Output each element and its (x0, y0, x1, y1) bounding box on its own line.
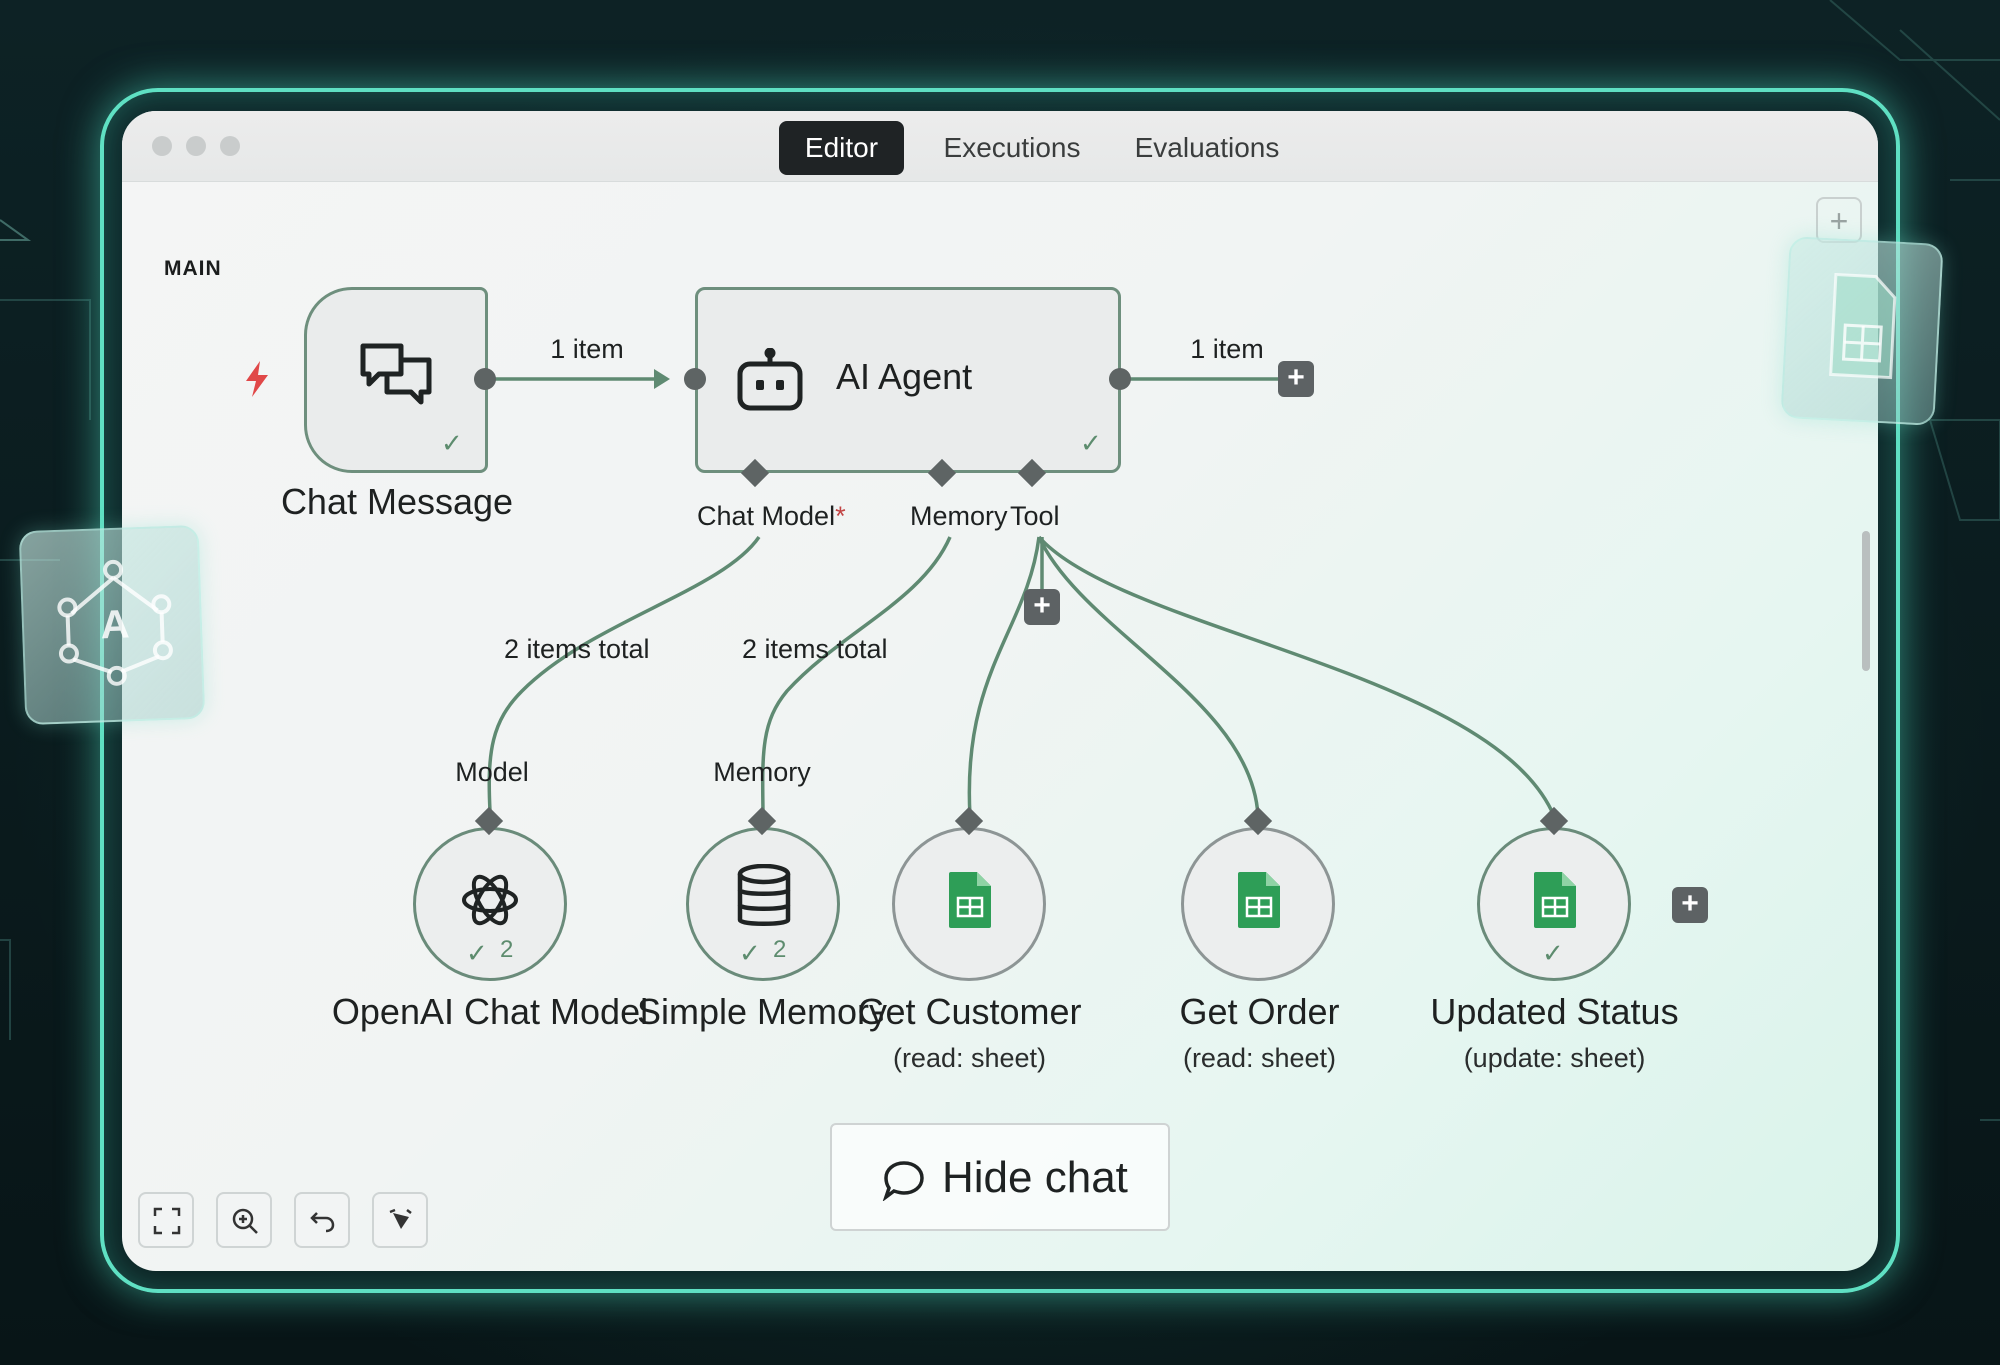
speech-bubble-icon (882, 1161, 924, 1201)
openai-icon (462, 874, 518, 926)
editor-window: Editor Executions Evaluations MAIN (122, 111, 1878, 1271)
network-a-icon: A (57, 559, 173, 686)
floating-card-left: A (18, 524, 206, 726)
port-label-memory: Memory (910, 501, 1008, 531)
node-updated-status[interactable]: ✓ (1477, 827, 1631, 981)
chat-bubbles-icon (360, 343, 432, 405)
undo-icon (310, 1212, 335, 1233)
trigger-bolt-icon (246, 361, 268, 397)
hide-chat-button[interactable]: Hide chat (830, 1123, 1170, 1231)
connection-label-model-total: 2 items total (504, 634, 650, 664)
fit-view-icon (153, 1207, 181, 1235)
arrowhead (654, 369, 670, 389)
node-sublabel-get-customer: (read: sheet) (892, 1043, 1047, 1073)
hide-chat-label: Hide chat (942, 1153, 1128, 1202)
port-label-model: Model (455, 757, 529, 787)
node-get-customer[interactable] (892, 827, 1046, 981)
node-label-openai: OpenAI Chat Model (331, 991, 649, 1032)
google-sheets-icon (949, 872, 991, 928)
run-count: 2 (500, 936, 514, 963)
svg-text:A: A (100, 602, 130, 647)
vertical-scrollbar[interactable] (1862, 531, 1870, 671)
success-check-icon: ✓ (1542, 938, 1564, 968)
connection-memory (760, 536, 952, 812)
node-label-simple-memory: Simple Memory (636, 991, 888, 1032)
success-check-icon: ✓ (441, 428, 463, 458)
workflow-canvas[interactable]: MAIN ✓ Chat Message 1 item (122, 111, 1878, 1271)
connection-label-agent-output: 1 item (1190, 334, 1264, 364)
node-openai-chat-model[interactable]: ✓ 2 (413, 827, 567, 981)
connection-lines (485, 369, 1556, 817)
zoom-in-icon (232, 1208, 258, 1234)
tab-editor[interactable]: Editor (779, 121, 904, 175)
undo-button[interactable] (294, 1192, 350, 1248)
connection-tool-customer (967, 536, 1041, 817)
title-bar: Editor Executions Evaluations (122, 111, 1878, 182)
add-tool-button[interactable]: + (1024, 589, 1060, 625)
node-sublabel-get-order: (read: sheet) (1182, 1043, 1337, 1073)
fit-view-button[interactable] (138, 1192, 194, 1248)
tidy-up-icon (389, 1208, 412, 1229)
node-simple-memory[interactable]: ✓ 2 (686, 827, 840, 981)
tab-evaluations[interactable]: Evaluations (1134, 132, 1280, 163)
ai-agent-output-handle[interactable] (1109, 368, 1131, 390)
window-maximize-dot[interactable] (220, 136, 240, 156)
google-sheets-icon (1238, 872, 1280, 928)
connection-label-memory-total: 2 items total (742, 634, 888, 664)
sheet-document-icon (1829, 272, 1897, 380)
zoom-in-button[interactable] (216, 1192, 272, 1248)
node-label-get-customer: Get Customer (857, 991, 1082, 1032)
connection-label-chat-to-agent: 1 item (550, 334, 624, 364)
connection-model (487, 536, 761, 812)
node-chat-message[interactable]: ✓ (304, 287, 488, 473)
node-sublabel-updated-status: (update: sheet) (1463, 1043, 1646, 1073)
node-label-chat-message: Chat Message (280, 481, 514, 522)
port-label-memory-node: Memory (713, 757, 811, 787)
robot-icon (737, 348, 803, 411)
chat-message-output-handle[interactable] (474, 368, 496, 390)
database-icon (737, 864, 791, 926)
window-close-dot[interactable] (152, 136, 172, 156)
google-sheets-icon (1534, 872, 1576, 928)
add-node-after-status-button[interactable]: + (1672, 887, 1708, 923)
add-node-after-agent-button[interactable]: + (1278, 361, 1314, 397)
section-label-main: MAIN (164, 257, 222, 280)
node-label-get-order: Get Order (1179, 991, 1340, 1032)
success-check-icon: ✓ (739, 938, 761, 968)
port-label-tool: Tool (1010, 501, 1060, 531)
tab-executions[interactable]: Executions (943, 132, 1081, 163)
connection-tool-status (1037, 535, 1556, 817)
node-label-updated-status: Updated Status (1430, 991, 1679, 1032)
floating-card-right (1780, 236, 1944, 426)
node-ai-agent[interactable]: AI Agent ✓ (695, 287, 1121, 473)
node-get-order[interactable] (1181, 827, 1335, 981)
run-count: 2 (773, 936, 787, 963)
ai-agent-input-handle[interactable] (684, 368, 706, 390)
node-label-ai-agent: AI Agent (836, 356, 973, 397)
success-check-icon: ✓ (466, 938, 488, 968)
port-label-chat-model: Chat Model* (697, 501, 846, 531)
tidy-up-button[interactable] (372, 1192, 428, 1248)
add-node-corner-button[interactable]: + (1816, 197, 1862, 243)
window-minimize-dot[interactable] (186, 136, 206, 156)
connection-tool-order (1037, 536, 1260, 817)
success-check-icon: ✓ (1080, 428, 1102, 458)
